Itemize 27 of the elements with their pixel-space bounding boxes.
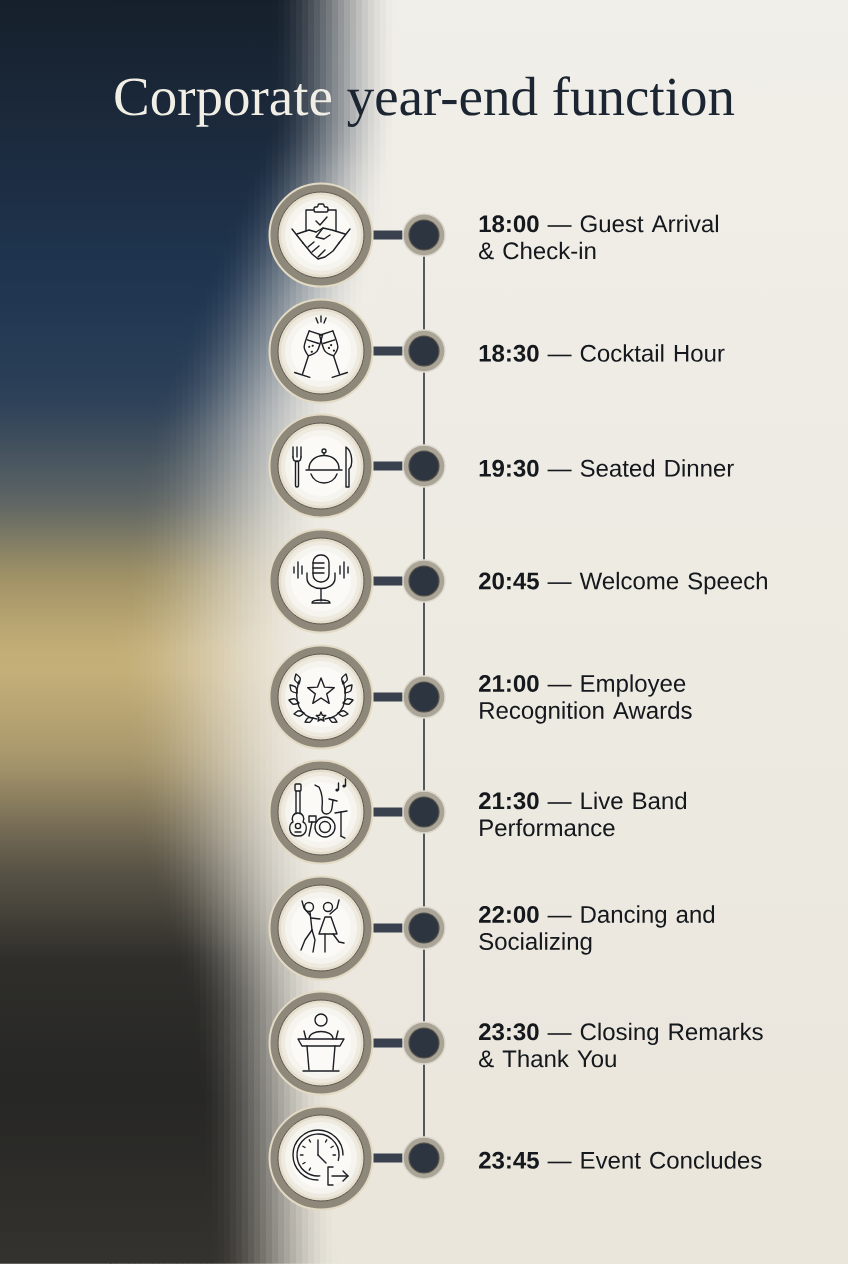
connector-bar	[373, 692, 403, 702]
event-label: 18:00 — Guest Arrival & Check-in	[479, 214, 718, 260]
event-label: 21:00 — Employee Recognition Awards	[479, 674, 692, 724]
event-label: 19:30 — Seated Dinner	[479, 459, 734, 477]
connector-bar	[373, 346, 403, 356]
timeline-line	[423, 371, 425, 446]
timeline-line	[423, 948, 425, 1023]
event-label: 22:00 — Dancing and Socializing	[479, 905, 715, 955]
event-label: 18:30 — Cocktail Hour	[479, 344, 725, 362]
connector-bar	[373, 230, 403, 240]
connector-bar	[373, 1038, 403, 1048]
event-label: 23:30 — Closing Remarks & Thank You	[479, 1022, 763, 1068]
connector-bar	[373, 461, 403, 471]
connector-bar	[373, 576, 403, 586]
connector-bar	[373, 1153, 403, 1163]
timeline-line	[423, 601, 425, 677]
connector-bar	[373, 807, 403, 817]
timeline-line	[423, 255, 425, 331]
timeline-line	[423, 832, 425, 908]
title: Corporate year-end function	[115, 76, 735, 127]
connector-bar	[373, 923, 403, 933]
event-label: 21:30 — Live Band Performance	[479, 791, 687, 837]
timeline-line	[423, 486, 425, 561]
timeline-line	[423, 717, 425, 792]
event-label: 20:45 — Welcome Speech	[479, 571, 767, 595]
timeline-line	[423, 1063, 425, 1138]
event-label: 23:45 — Event Concludes	[479, 1151, 762, 1169]
